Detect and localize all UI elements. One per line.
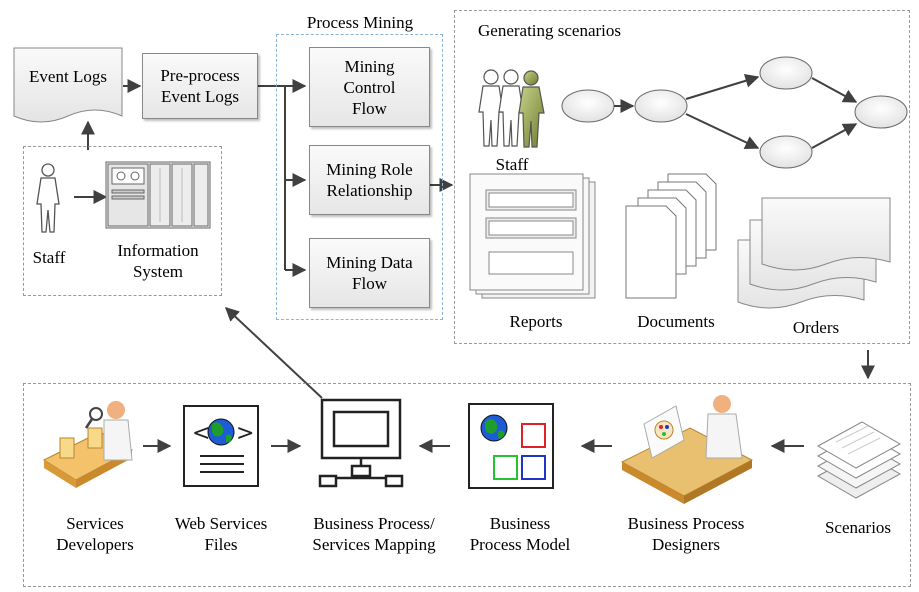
bp-model-line-1: Business — [489, 514, 551, 533]
information-system-label: Information System — [102, 240, 214, 282]
reports-label: Reports — [509, 312, 563, 331]
data-flow-line-2: Flow — [352, 274, 387, 293]
preprocess-event-logs-box: Pre-process Event Logs — [142, 53, 258, 119]
services-developers-icon — [42, 401, 134, 488]
mining-control-flow-box: Mining Control Flow — [309, 47, 430, 127]
flow-node-4 — [759, 135, 813, 169]
services-developers-line-2: Developers — [56, 535, 134, 554]
documents-icon — [625, 173, 717, 299]
flow-arrows — [614, 73, 858, 149]
event-logs-doc-shape — [13, 47, 123, 123]
bp-designers-line-2: Designers — [652, 535, 720, 554]
services-developers-label: Services Developers — [40, 513, 150, 555]
web-services-file-icon: < > — [183, 405, 259, 487]
staff-label: Staff — [32, 248, 66, 267]
services-developers-line-1: Services — [66, 514, 124, 533]
role-relationship-line-1: Mining Role — [326, 160, 413, 179]
orders-label: Orders — [792, 318, 840, 337]
role-relationship-line-2: Relationship — [326, 181, 413, 200]
reports-icon — [469, 173, 596, 299]
flow-ellipses — [561, 56, 908, 169]
mining-role-relationship-box: Mining Role Relationship — [309, 145, 430, 215]
bp-designers-line-1: Business Process — [627, 514, 745, 533]
documents-label: Documents — [637, 312, 715, 331]
bp-designers-label: Business Process Designers — [604, 513, 768, 555]
process-model-icon — [468, 403, 554, 489]
staff-group-icon — [478, 69, 545, 148]
service-mapping-group — [23, 383, 911, 587]
mainframe-icon — [105, 161, 211, 229]
scenario-staff-label: Staff — [495, 155, 529, 174]
process-mining-title: Process Mining — [306, 13, 414, 32]
control-flow-line-2: Control — [343, 77, 396, 97]
generating-scenarios-title: Generating scenarios — [478, 21, 622, 40]
process-designers-icon — [620, 395, 754, 504]
preprocess-line-2: Event Logs — [161, 87, 239, 106]
data-flow-line-1: Mining Data — [326, 253, 413, 272]
flow-node-3 — [759, 56, 813, 90]
bp-services-mapping-line-2: Services Mapping — [312, 535, 436, 554]
top-left-arrows — [74, 79, 454, 277]
orders-icon — [737, 197, 891, 309]
web-services-files-label: Web Services Files — [158, 513, 284, 555]
generating-scenarios-group — [454, 10, 910, 344]
bp-services-mapping-line-1: Business Process/ — [313, 514, 435, 533]
mining-data-flow-box: Mining Data Flow — [309, 238, 430, 308]
flow-node-5 — [854, 95, 908, 129]
bp-model-line-2: Process Model — [469, 535, 571, 554]
preprocess-line-1: Pre-process — [160, 66, 240, 85]
staff-figure-icon — [36, 163, 60, 233]
event-logs-label: Event Logs — [29, 67, 107, 86]
information-system-line-1: Information — [117, 241, 199, 260]
scenarios-icon — [816, 421, 902, 499]
network-computer-icon — [318, 398, 404, 488]
control-flow-line-1: Mining — [344, 56, 395, 76]
svg-text:<: < — [192, 421, 210, 446]
web-services-files-line-1: Web Services — [174, 514, 268, 533]
bp-services-mapping-label: Business Process/ Services Mapping — [292, 513, 456, 555]
bp-model-label: Business Process Model — [456, 513, 584, 555]
information-system-line-2: System — [132, 262, 184, 281]
web-services-files-line-2: Files — [204, 535, 238, 554]
flow-node-2 — [634, 89, 688, 123]
information-system-group — [23, 146, 222, 296]
process-mining-group — [276, 34, 443, 320]
control-flow-line-3: Flow — [352, 98, 387, 118]
svg-text:>: > — [236, 421, 254, 446]
scenarios-label: Scenarios — [824, 518, 892, 537]
